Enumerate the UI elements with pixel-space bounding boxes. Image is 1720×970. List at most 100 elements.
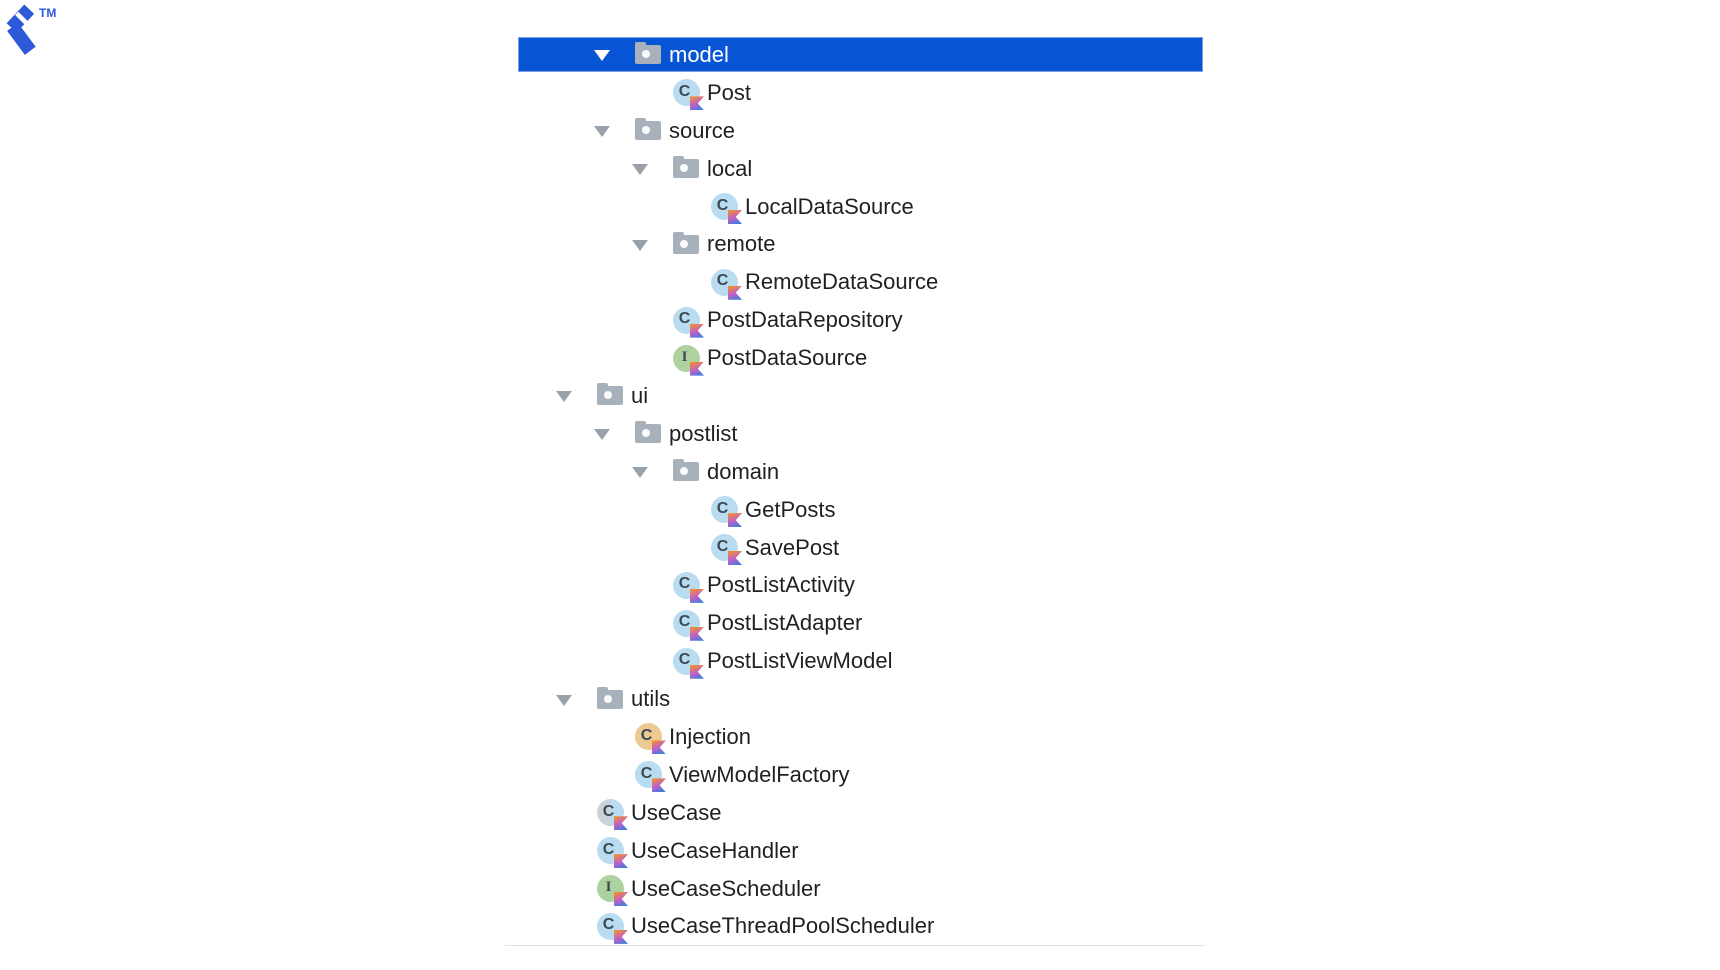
type-letter-glyph: C: [640, 726, 653, 744]
tree-row[interactable]: postlist: [505, 415, 1205, 453]
kotlin-abstract-class-icon: C: [597, 799, 628, 831]
kotlin-class-icon: C: [711, 268, 742, 300]
kotlin-class-icon: C: [711, 496, 742, 528]
folder-icon: [635, 421, 661, 444]
tree-item-label: UseCaseHandler: [631, 837, 799, 863]
tree-row[interactable]: remote: [505, 225, 1205, 263]
type-letter-glyph: C: [602, 840, 615, 858]
tree-item-label: RemoteDataSource: [745, 269, 939, 295]
kotlin-badge-icon: [690, 361, 704, 376]
chevron-down-icon[interactable]: [583, 124, 621, 138]
tree-item-label: model: [669, 41, 729, 67]
tree-row[interactable]: C UseCaseThreadPoolScheduler: [505, 907, 1205, 945]
type-letter-glyph: C: [678, 310, 691, 328]
tree-row[interactable]: source: [505, 112, 1205, 150]
tree-item-label: UseCase: [631, 799, 722, 825]
tree-row[interactable]: C Post: [505, 74, 1205, 112]
kotlin-class-icon: C: [711, 193, 742, 224]
tree-row[interactable]: C UseCase: [505, 794, 1205, 832]
tree-item-label: Injection: [669, 723, 751, 749]
toptal-logo: TM: [5, 4, 75, 64]
type-letter-glyph: I: [681, 348, 688, 365]
trademark-label: TM: [39, 6, 57, 20]
tree-row[interactable]: utils: [505, 680, 1205, 718]
type-letter-glyph: C: [716, 499, 729, 517]
project-tree: model C Post source local C LocalDataSou…: [505, 36, 1205, 947]
tree-item-label: ui: [631, 382, 649, 408]
chevron-down-icon[interactable]: [621, 238, 659, 251]
kotlin-badge-icon: [614, 816, 628, 831]
kotlin-badge-icon: [690, 626, 704, 641]
chevron-down-icon[interactable]: [583, 427, 621, 441]
tree-row[interactable]: C RemoteDataSource: [505, 263, 1205, 301]
chevron-down-icon[interactable]: [621, 162, 659, 176]
kotlin-badge-icon: [728, 551, 742, 566]
type-letter-glyph: C: [716, 196, 729, 214]
kotlin-badge-icon: [690, 323, 704, 338]
tree-row[interactable]: I PostDataSource: [505, 339, 1205, 377]
chevron-down-icon[interactable]: [583, 48, 621, 62]
tree-row[interactable]: C PostListActivity: [505, 566, 1205, 604]
kotlin-object-icon: C: [635, 723, 666, 755]
type-letter-glyph: C: [678, 651, 691, 669]
kotlin-class-icon: C: [673, 79, 704, 111]
kotlin-badge-icon: [690, 588, 704, 603]
tree-item-label: ViewModelFactory: [669, 761, 850, 787]
tree-row[interactable]: C Injection: [505, 718, 1205, 756]
folder-icon: [673, 459, 699, 482]
type-letter-glyph: C: [640, 764, 653, 782]
type-letter-glyph: C: [602, 802, 615, 820]
tree-item-label: postlist: [669, 420, 738, 446]
chevron-down-icon[interactable]: [621, 465, 659, 479]
tree-row[interactable]: C PostDataRepository: [505, 301, 1205, 339]
kotlin-badge-icon: [652, 740, 666, 755]
folder-icon: [673, 231, 699, 254]
chevron-down-icon[interactable]: [545, 693, 583, 706]
kotlin-badge-icon: [614, 929, 628, 944]
type-letter-glyph: C: [678, 613, 691, 631]
folder-icon: [635, 42, 661, 65]
kotlin-badge-icon: [690, 664, 704, 679]
type-letter-glyph: C: [602, 916, 615, 934]
kotlin-class-icon: C: [635, 761, 666, 793]
tree-item-label: PostDataSource: [707, 345, 868, 371]
kotlin-class-icon: C: [673, 571, 704, 603]
kotlin-class-icon: C: [597, 837, 628, 869]
tree-row[interactable]: C LocalDataSource: [505, 188, 1205, 226]
type-letter-glyph: C: [678, 82, 691, 100]
folder-icon: [597, 686, 623, 709]
type-letter-glyph: C: [716, 272, 729, 290]
tree-row[interactable]: C UseCaseHandler: [505, 832, 1205, 870]
tree-row[interactable]: C PostListViewModel: [505, 642, 1205, 680]
kotlin-class-icon: C: [597, 912, 628, 944]
tree-item-label: PostListAdapter: [707, 610, 863, 636]
tree-item-label: utils: [631, 686, 671, 712]
kotlin-class-icon: C: [673, 647, 704, 679]
tree-row[interactable]: ui: [505, 377, 1205, 415]
tree-row[interactable]: C PostListAdapter: [505, 604, 1205, 642]
type-letter-glyph: C: [678, 575, 691, 593]
kotlin-badge-icon: [728, 513, 742, 528]
tree-item-label: Post: [707, 79, 752, 105]
kotlin-class-icon: C: [673, 306, 704, 338]
tree-item-label: LocalDataSource: [745, 193, 914, 219]
chevron-down-icon[interactable]: [545, 389, 583, 403]
kotlin-class-icon: C: [711, 534, 742, 566]
tree-row[interactable]: C SavePost: [505, 529, 1205, 567]
tree-row[interactable]: domain: [505, 453, 1205, 491]
kotlin-interface-icon: I: [673, 344, 704, 376]
folder-icon: [635, 118, 661, 141]
tree-item-label: UseCaseThreadPoolScheduler: [631, 913, 935, 939]
tree-row[interactable]: model: [505, 36, 1205, 74]
tree-row[interactable]: local: [505, 150, 1205, 188]
toptal-logo-mark: [6, 4, 36, 55]
folder-icon: [597, 383, 623, 406]
tree-row[interactable]: C ViewModelFactory: [505, 756, 1205, 794]
kotlin-badge-icon: [728, 210, 742, 224]
type-letter-glyph: C: [716, 537, 729, 555]
tree-row[interactable]: I UseCaseScheduler: [505, 870, 1205, 908]
tree-item-label: domain: [707, 458, 780, 484]
tree-row[interactable]: C GetPosts: [505, 491, 1205, 529]
tree-item-label: local: [707, 155, 753, 181]
tree-item-label: GetPosts: [745, 496, 836, 522]
